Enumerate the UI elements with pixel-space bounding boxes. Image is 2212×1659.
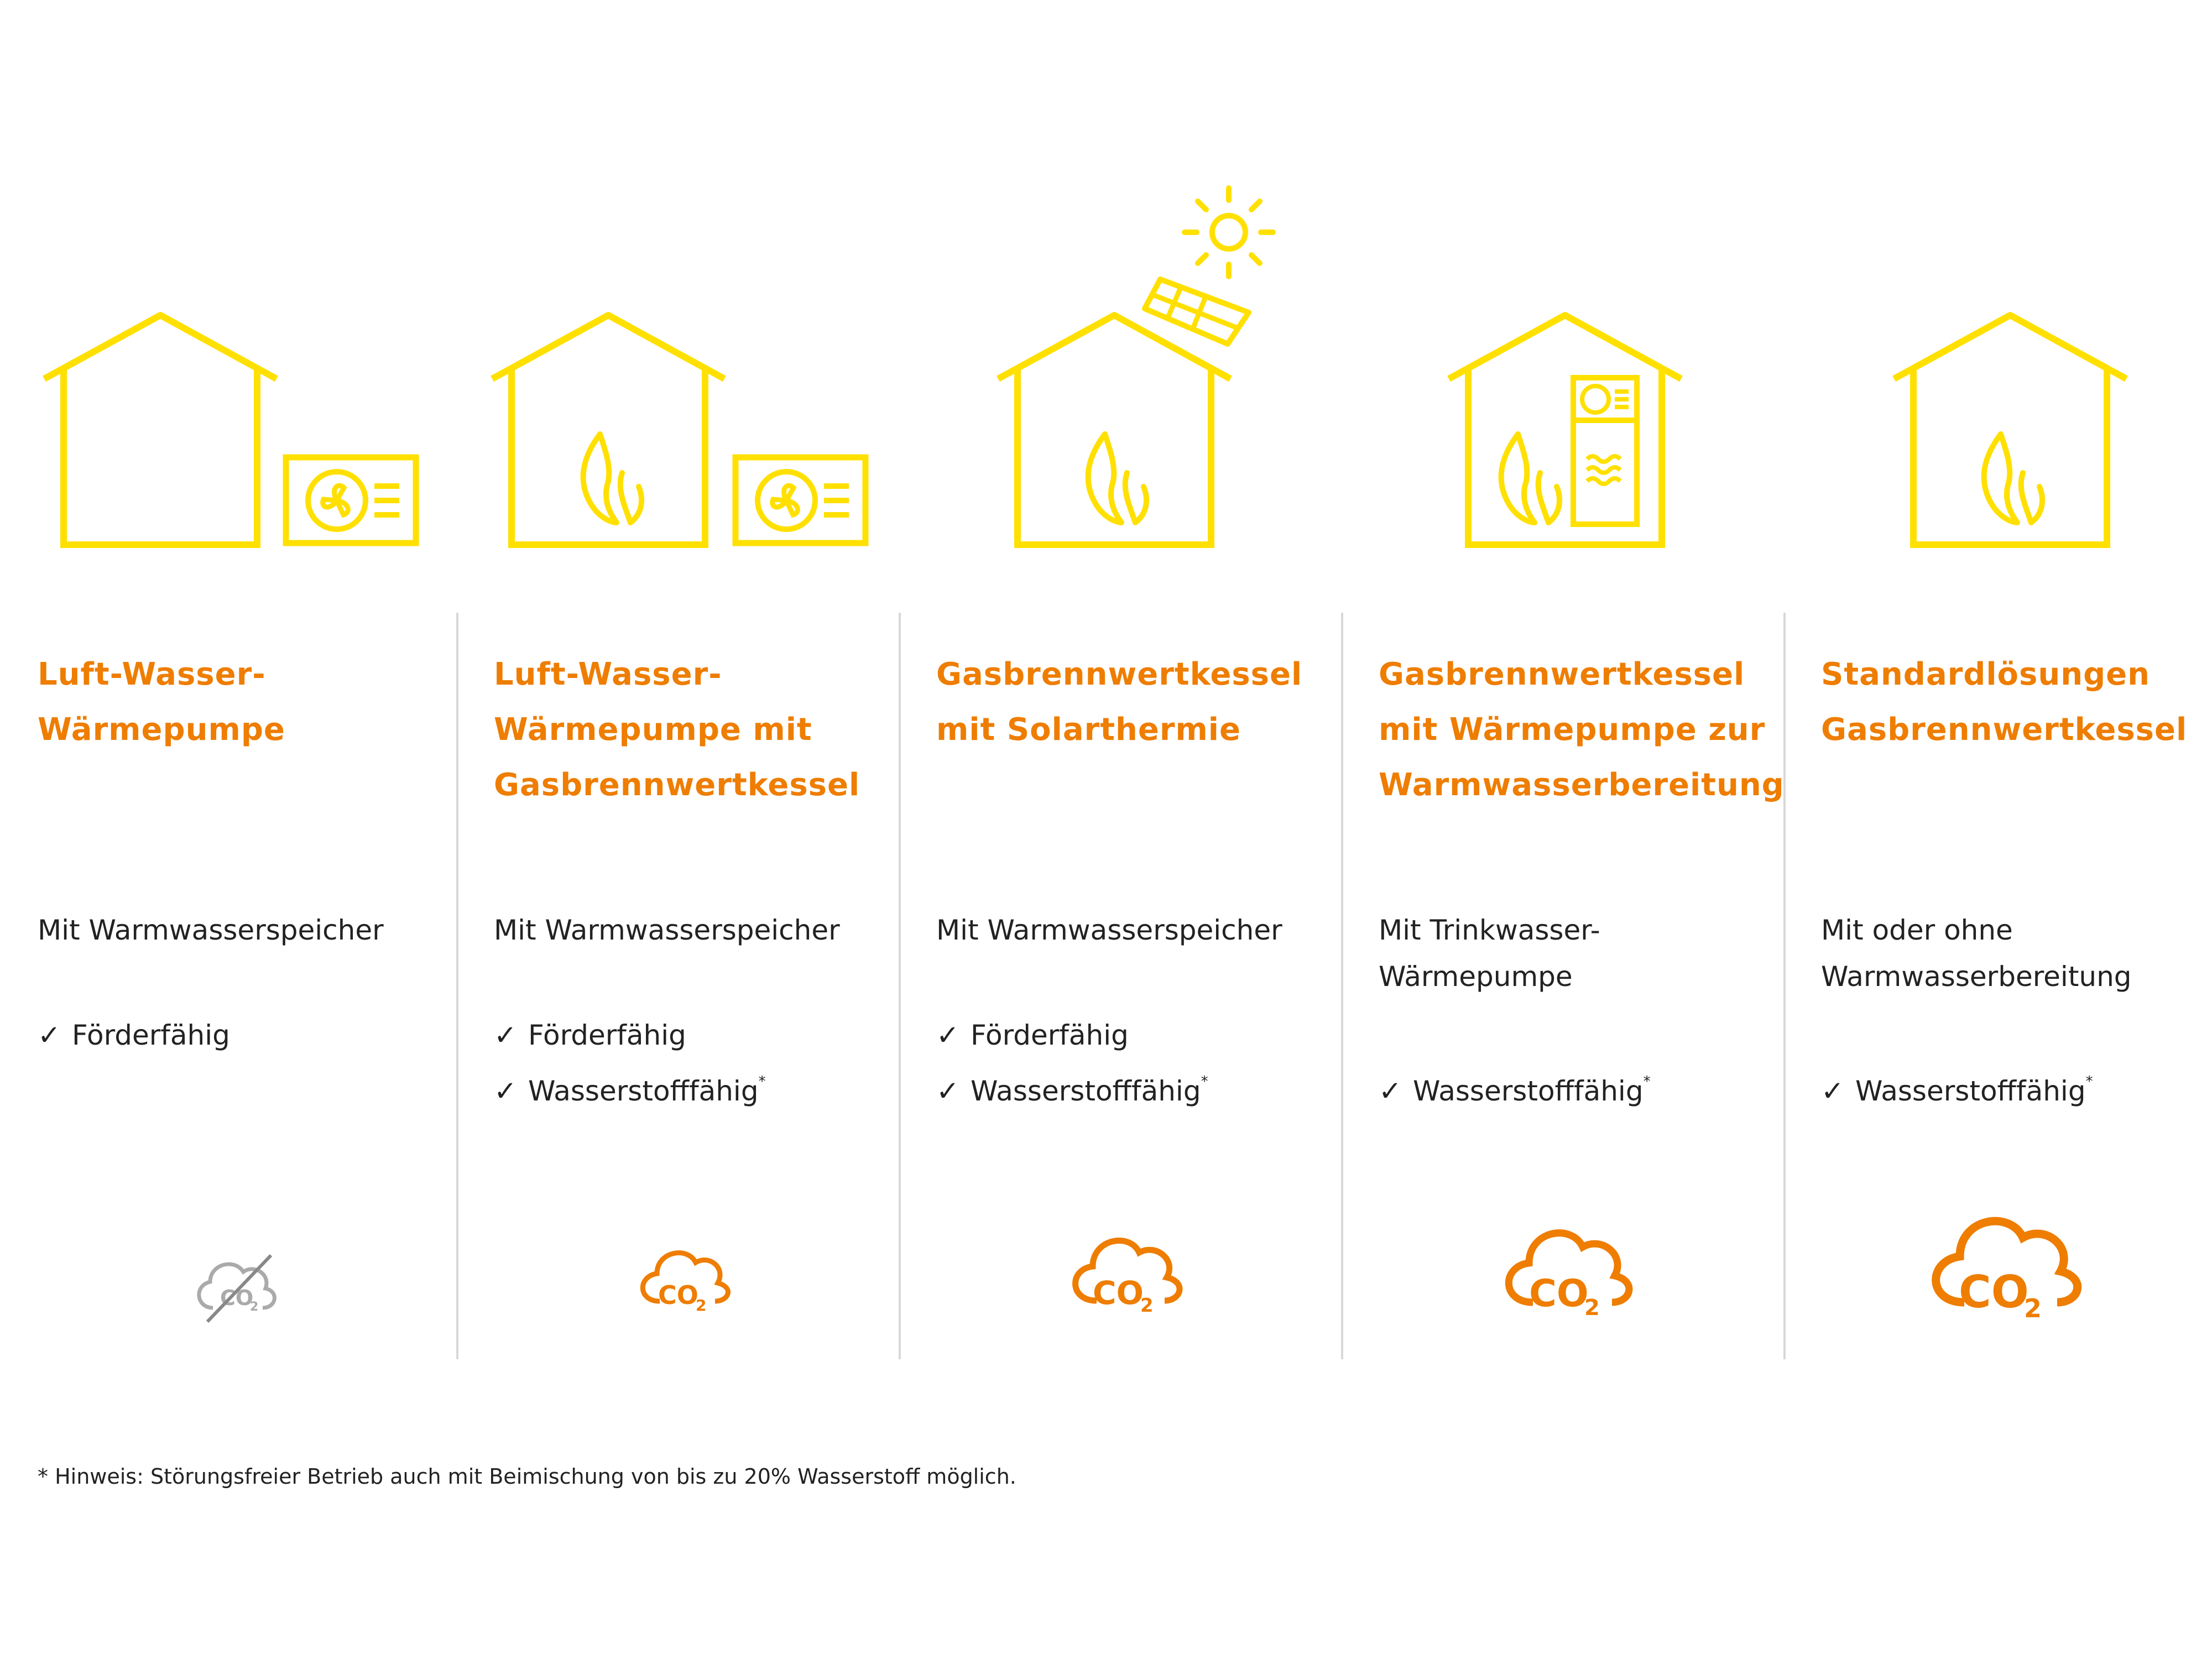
co2-label: CO	[1959, 1266, 2029, 1318]
option-description: Mit oder ohne Warmwasserbereitung	[1821, 914, 2132, 993]
option-checks: ✓Förderfähig ✓Wasserstofffähig*	[936, 1012, 1208, 1114]
check-item: ✓Wasserstofffähig*	[936, 1058, 1208, 1114]
column-divider	[1341, 613, 1343, 1359]
footnote-marker: *	[1643, 1073, 1651, 1090]
co2-crossed-icon: CO 2	[197, 1254, 276, 1323]
house-icon	[1892, 312, 2128, 548]
option-description: Mit Warmwasserspeicher	[494, 914, 840, 946]
footnote: * Hinweis: Störungsfreier Betrieb auch m…	[38, 1464, 1016, 1489]
flame-icon	[1984, 434, 2042, 523]
check-icon: ✓	[494, 1019, 517, 1051]
check-icon: ✓	[494, 1075, 517, 1107]
house-icon	[1447, 312, 1683, 548]
illustrations	[43, 185, 2128, 548]
option-title: Luft-Wasser-Wärmepumpe	[38, 656, 285, 748]
option-column-1: Luft-Wasser-Wärmepumpe Mit Warmwasserspe…	[38, 647, 425, 1051]
option-description: Mit Warmwasserspeicher	[38, 914, 384, 946]
flame-icon	[1501, 434, 1559, 523]
flame-icon	[1088, 434, 1146, 523]
flame-icon	[583, 434, 641, 523]
option-checks: ✓Förderfähig	[38, 1012, 230, 1058]
check-item: ✓Förderfähig	[494, 1012, 766, 1058]
co2-label: CO	[1093, 1274, 1144, 1312]
co2-cloud-icon: CO 2	[640, 1250, 731, 1314]
option-checks: ✓Wasserstofffähig*	[1379, 1058, 1651, 1114]
water-heat-pump-icon	[1571, 375, 1640, 527]
solar-panel-icon	[1142, 276, 1251, 347]
co2-cloud-icon: CO 2	[1932, 1217, 2081, 1322]
co2-label: CO	[1529, 1272, 1589, 1316]
house-icon	[491, 312, 726, 548]
check-item: ✓Wasserstofffähig*	[494, 1058, 766, 1114]
column-divider	[456, 613, 458, 1359]
house-icon	[43, 312, 278, 548]
check-icon: ✓	[936, 1075, 959, 1107]
check-icon: ✓	[936, 1019, 959, 1051]
heat-pump-unit-icon	[286, 457, 416, 543]
co2-subscript: 2	[250, 1300, 258, 1314]
check-icon: ✓	[1821, 1075, 1844, 1107]
check-item: ✓Förderfähig	[936, 1012, 1208, 1058]
check-item: ✓Wasserstofffähig*	[1379, 1058, 1651, 1114]
check-icon: ✓	[38, 1019, 61, 1051]
footnote-marker: *	[758, 1073, 766, 1090]
co2-subscript: 2	[2024, 1293, 2042, 1322]
heat-pump-unit-icon	[735, 457, 865, 543]
option-checks: ✓Wasserstofffähig*	[1821, 1058, 2093, 1114]
footnote-marker: *	[1201, 1073, 1208, 1090]
co2-subscript: 2	[696, 1296, 706, 1314]
check-item: ✓Wasserstofffähig*	[1821, 1058, 2093, 1114]
co2-subscript: 2	[1140, 1295, 1154, 1316]
footnote-marker: *	[2085, 1073, 2093, 1090]
co2-subscript: 2	[1584, 1295, 1600, 1319]
co2-cloud-icon: CO 2	[1072, 1237, 1183, 1316]
option-description: Mit Trinkwasser- Wärmepumpe	[1379, 914, 1600, 993]
house-icon	[997, 312, 1232, 548]
option-description: Mit Warmwasserspeicher	[936, 914, 1282, 946]
co2-label: CO	[658, 1280, 698, 1310]
option-checks: ✓Förderfähig ✓Wasserstofffähig*	[494, 1012, 766, 1114]
column-divider	[899, 613, 901, 1359]
check-item: ✓Förderfähig	[38, 1012, 230, 1058]
column-divider	[1783, 613, 1786, 1359]
co2-cloud-icon: CO 2	[1505, 1229, 1633, 1319]
sun-icon	[1182, 185, 1276, 279]
check-icon: ✓	[1379, 1075, 1402, 1107]
